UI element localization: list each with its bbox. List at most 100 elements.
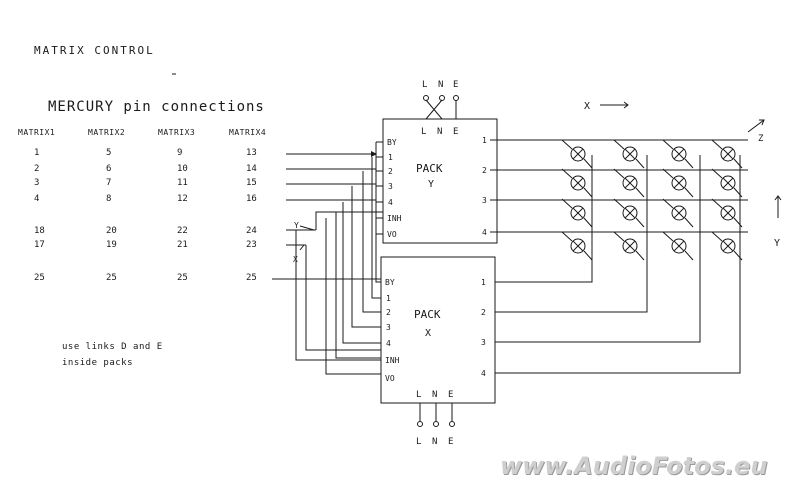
lamp-icon — [561, 231, 593, 261]
wire-label-x: X — [293, 255, 298, 264]
lamp-icon — [662, 231, 694, 261]
pack-x-bottom-pin-e: E — [448, 390, 453, 400]
pack-x-left-pin-vo: VO — [385, 374, 395, 383]
lamp-icon — [613, 168, 645, 198]
table-header-matrix1: MATRIX1 — [18, 128, 56, 137]
table-cell: 13 — [246, 148, 257, 158]
top-terminal-e — [453, 95, 459, 101]
axis-cross-wires — [295, 211, 383, 361]
pack-x-bottom-pin-n: N — [432, 390, 437, 400]
pack-y-top-pin-l: L — [421, 127, 426, 137]
table-cell: 25 — [177, 273, 188, 283]
pack-y-right-pin-3: 3 — [482, 196, 487, 205]
table-cell: 20 — [106, 226, 117, 236]
lamp-icon — [711, 198, 743, 228]
lamp-icon — [711, 168, 743, 198]
interlink-wires — [325, 142, 381, 375]
table-cell: 1 — [34, 148, 40, 158]
pack-x-left-pin-2: 2 — [386, 308, 391, 317]
pack-y-top-pin-e: E — [453, 127, 458, 137]
lamp-icon — [561, 198, 593, 228]
table-cell: 5 — [106, 148, 112, 158]
pack-y-left-stubs — [376, 141, 383, 235]
diagram-subtitle: MERCURY pin connections — [48, 99, 265, 115]
note-line-2: inside packs — [62, 358, 134, 368]
axis-label-x: X — [584, 101, 590, 112]
supply-bottom-l: L — [416, 437, 421, 447]
supply-bottom-e: E — [448, 437, 453, 447]
pack-y-left-pin-inh: INH — [387, 214, 402, 223]
column-wires — [495, 155, 741, 374]
supply-top-n: N — [438, 80, 443, 90]
pack-x-box — [380, 256, 496, 404]
pack-x-axis: X — [425, 328, 431, 339]
pack-y-left-pin-4: 4 — [388, 198, 393, 207]
z-axis-arrow — [747, 119, 765, 133]
bottom-terminal-e — [449, 421, 455, 427]
y-axis-arrowhead — [774, 195, 782, 201]
bottom-terminal-l — [417, 421, 423, 427]
table-cell: 12 — [177, 194, 188, 204]
table-cell: 25 — [34, 273, 45, 283]
pack-x-left-pin-by: BY — [385, 278, 395, 287]
pack-y-right-pin-4: 4 — [482, 228, 487, 237]
pack-y-name: PACK — [416, 162, 443, 175]
table-cell: 25 — [106, 273, 117, 283]
pack-y-axis: Y — [428, 179, 434, 190]
table-cell: 2 — [34, 164, 40, 174]
table-cell: 18 — [34, 226, 45, 236]
table-cell: 11 — [177, 178, 188, 188]
table-cell: 21 — [177, 240, 188, 250]
pack-x-left-pin-3: 3 — [386, 323, 391, 332]
table-cell: 7 — [106, 178, 112, 188]
bottom-terminal-n — [433, 421, 439, 427]
lamp-icon — [613, 198, 645, 228]
top-wire-cross-2 — [425, 99, 443, 120]
table-cell: 15 — [246, 178, 257, 188]
table-cell: 17 — [34, 240, 45, 250]
lamp-icon — [613, 231, 645, 261]
pack-y-right-stubs — [490, 139, 497, 233]
pack-y-left-pin-3: 3 — [388, 182, 393, 191]
table-cell: 8 — [106, 194, 112, 204]
lamp-icon — [662, 168, 694, 198]
table-cell: 23 — [246, 240, 257, 250]
watermark-logo: www.AudioFotos.eu — [500, 452, 768, 480]
table-cell: 22 — [177, 226, 188, 236]
x-axis-arrowhead — [623, 101, 629, 109]
supply-top-l: L — [422, 80, 427, 90]
lamp-icon — [662, 139, 694, 169]
top-terminal-n — [439, 95, 445, 101]
supply-bottom-n: N — [432, 437, 437, 447]
lamp-icon — [561, 168, 593, 198]
pack-x-right-pin-4: 4 — [481, 369, 486, 378]
table-header-matrix4: MATRIX4 — [229, 128, 267, 137]
table-cell: 16 — [246, 194, 257, 204]
top-terminal-l — [423, 95, 429, 101]
pack-y-left-pin-by: BY — [387, 138, 397, 147]
table-cell: 14 — [246, 164, 257, 174]
pack-y-top-pin-n: N — [437, 127, 442, 137]
lamp-icon — [613, 139, 645, 169]
pack-x-bottom-pin-l: L — [416, 390, 421, 400]
row-wires — [497, 139, 748, 233]
lamp-icon — [711, 139, 743, 169]
pack-y-left-pin-2: 2 — [388, 167, 393, 176]
pack-y-left-pin-1: 1 — [388, 153, 393, 162]
pack-x-left-pin-1: 1 — [386, 294, 391, 303]
lamp-grid — [561, 139, 743, 261]
table-cell: 6 — [106, 164, 112, 174]
pack-x-left-pin-4: 4 — [386, 339, 391, 348]
table-header-matrix3: MATRIX3 — [158, 128, 196, 137]
pack-y-left-pin-vo: VO — [387, 230, 397, 239]
lamp-icon — [711, 231, 743, 261]
table-cell: 19 — [106, 240, 117, 250]
table-cell: 4 — [34, 194, 40, 204]
diagram-title: MATRIX CONTROL — [34, 44, 155, 57]
table-cell: 10 — [177, 164, 188, 174]
axis-label-z: Z — [758, 134, 764, 144]
note-line-1: use links D and E — [62, 342, 163, 352]
table-cell: 24 — [246, 226, 257, 236]
